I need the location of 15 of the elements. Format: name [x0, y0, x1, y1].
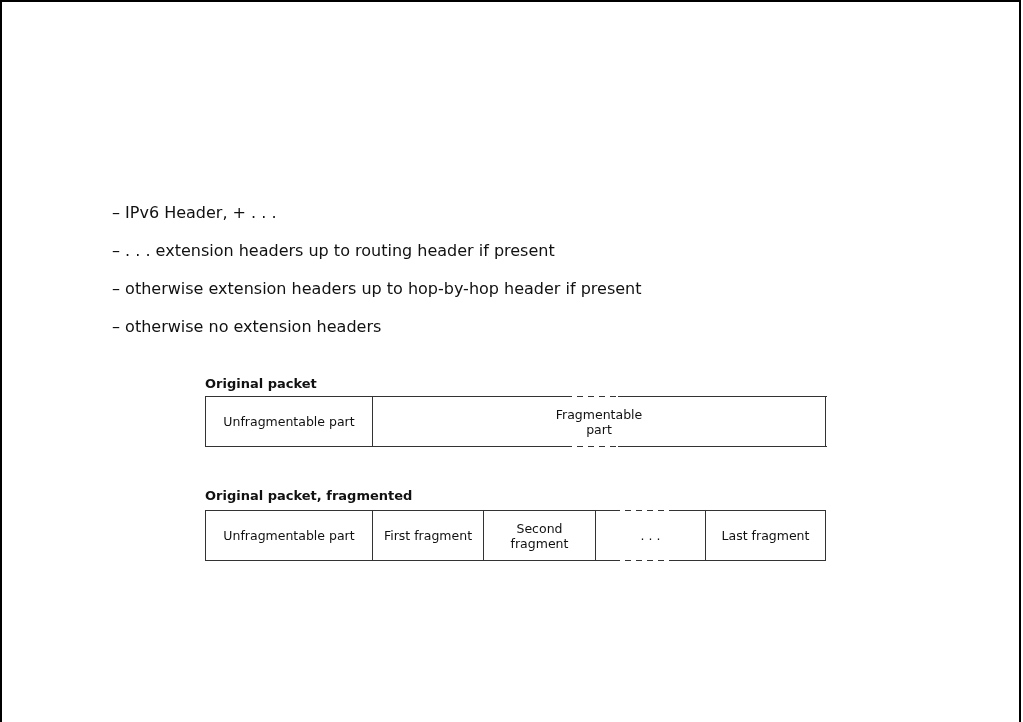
bullet-text: – otherwise no extension headers	[112, 317, 382, 336]
packet-field: Unfragmentable part	[205, 510, 373, 561]
bullet-text: – . . . extension headers up to routing header if present	[112, 241, 555, 260]
packet-heading: Original packet, fragmented	[205, 488, 413, 503]
packet-field: . . .	[595, 510, 706, 561]
packet-field: Fragmentable part	[372, 396, 826, 447]
bullet-text: – IPv6 Header, + . . .	[112, 203, 277, 222]
packet-field: Second fragment	[483, 510, 596, 561]
bullet-text: – otherwise extension headers up to hop-by-hop header if present	[112, 279, 642, 298]
packet-diagram	[205, 488, 826, 561]
packet-heading: Original packet	[205, 376, 317, 391]
packet-diagram	[205, 376, 826, 447]
packet-field: Last fragment	[705, 510, 826, 561]
packet-field: Unfragmentable part	[205, 396, 373, 447]
packet-field: First fragment	[372, 510, 484, 561]
